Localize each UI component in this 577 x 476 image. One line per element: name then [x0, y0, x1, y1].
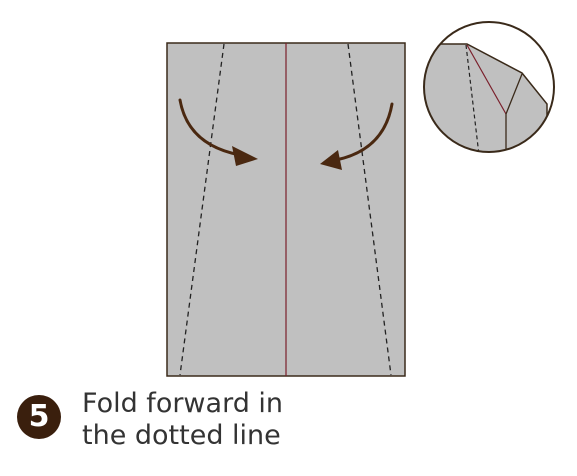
- curved-arrow-left-icon: [320, 102, 394, 170]
- step-number-badge: 5: [17, 395, 61, 439]
- inset-circle-outline: [423, 21, 555, 153]
- inset-dotted-line: [465, 44, 480, 152]
- instruction-line-1: Fold forward in: [82, 388, 284, 419]
- inset-paper-shape: [424, 43, 548, 152]
- curved-arrow-right-icon: [178, 98, 258, 166]
- left-dotted-fold-line: [179, 43, 225, 376]
- detail-inset: [423, 21, 555, 153]
- inset-crease-line: [466, 44, 507, 115]
- right-dotted-fold-line: [347, 43, 392, 376]
- instruction-text: Fold forward in the dotted line: [82, 388, 402, 452]
- inset-folded-edge: [505, 73, 523, 152]
- instruction-line-2: the dotted line: [82, 420, 281, 451]
